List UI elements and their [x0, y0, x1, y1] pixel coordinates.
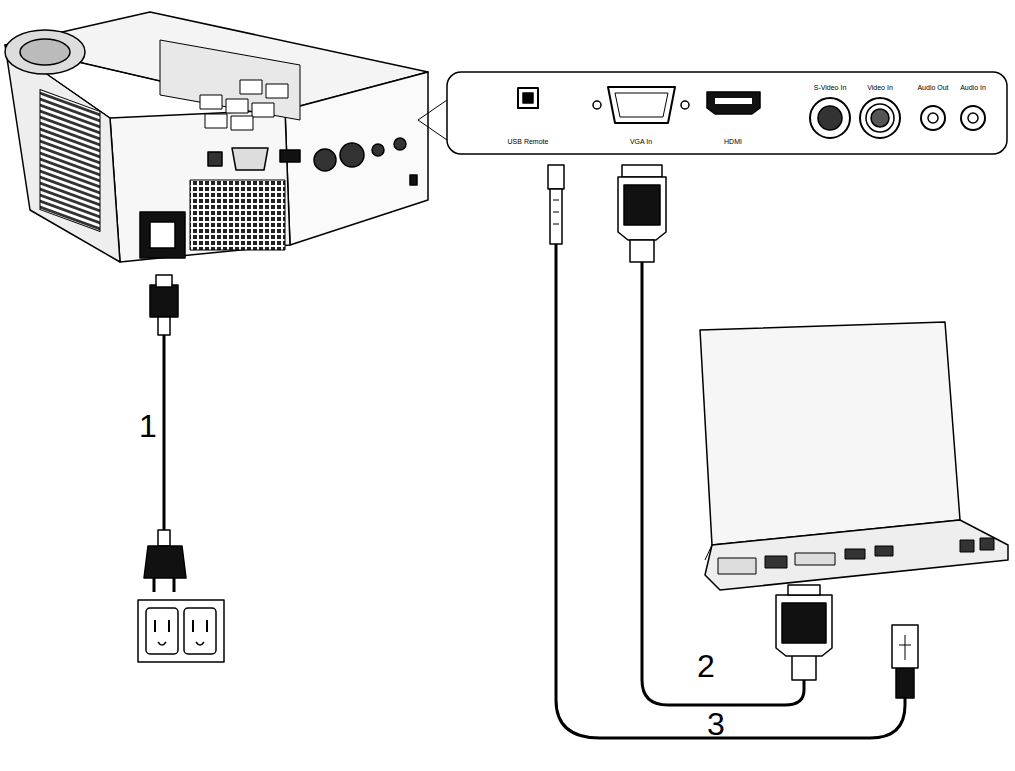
- lens: [5, 30, 85, 74]
- port-label: HDMI: [723, 138, 743, 145]
- audio-in-port: [961, 106, 985, 130]
- power-plug-projector: [150, 285, 178, 317]
- usb-b-plug: [548, 165, 564, 189]
- usb-port: [208, 152, 222, 166]
- wall-plug: [144, 546, 186, 578]
- usb-b-port: [518, 88, 538, 108]
- power-cable: [163, 335, 166, 530]
- projector-front-right: [285, 72, 428, 245]
- front-vent: [190, 180, 285, 250]
- vga-in-port: [608, 87, 675, 123]
- callout-number: 2: [697, 650, 715, 682]
- keypad: [200, 80, 288, 130]
- hdmi-port: [280, 150, 300, 162]
- port-label: S-Video In: [813, 84, 848, 91]
- inset-leader: [418, 100, 447, 140]
- laptop-base: [705, 520, 1008, 590]
- side-vent: [40, 90, 100, 232]
- top-panel: [160, 40, 300, 120]
- usb-a-plug: [896, 668, 914, 698]
- vga-plug-projector: [622, 165, 662, 177]
- port-label: Audio Out: [916, 84, 949, 91]
- audio-out-port: [921, 106, 945, 130]
- projector-side: [5, 45, 120, 262]
- port-panel: [447, 72, 1007, 154]
- callout-number: 3: [707, 708, 725, 740]
- port-label: USB Remote: [507, 138, 550, 145]
- laptop-lid: [700, 322, 960, 545]
- hdmi-port: [707, 92, 760, 114]
- s-video-port: [810, 98, 850, 138]
- callout-number: 1: [139, 410, 157, 442]
- video-port: [860, 98, 900, 138]
- vga-plug-laptop: [792, 655, 816, 680]
- projector-front: [110, 110, 290, 262]
- port-label: Video In: [866, 84, 894, 91]
- wall-outlet: [138, 600, 224, 662]
- power-socket: [140, 212, 185, 258]
- port-label: VGA In: [629, 138, 653, 145]
- vga-port: [232, 148, 268, 170]
- port-label: Audio In: [959, 84, 987, 91]
